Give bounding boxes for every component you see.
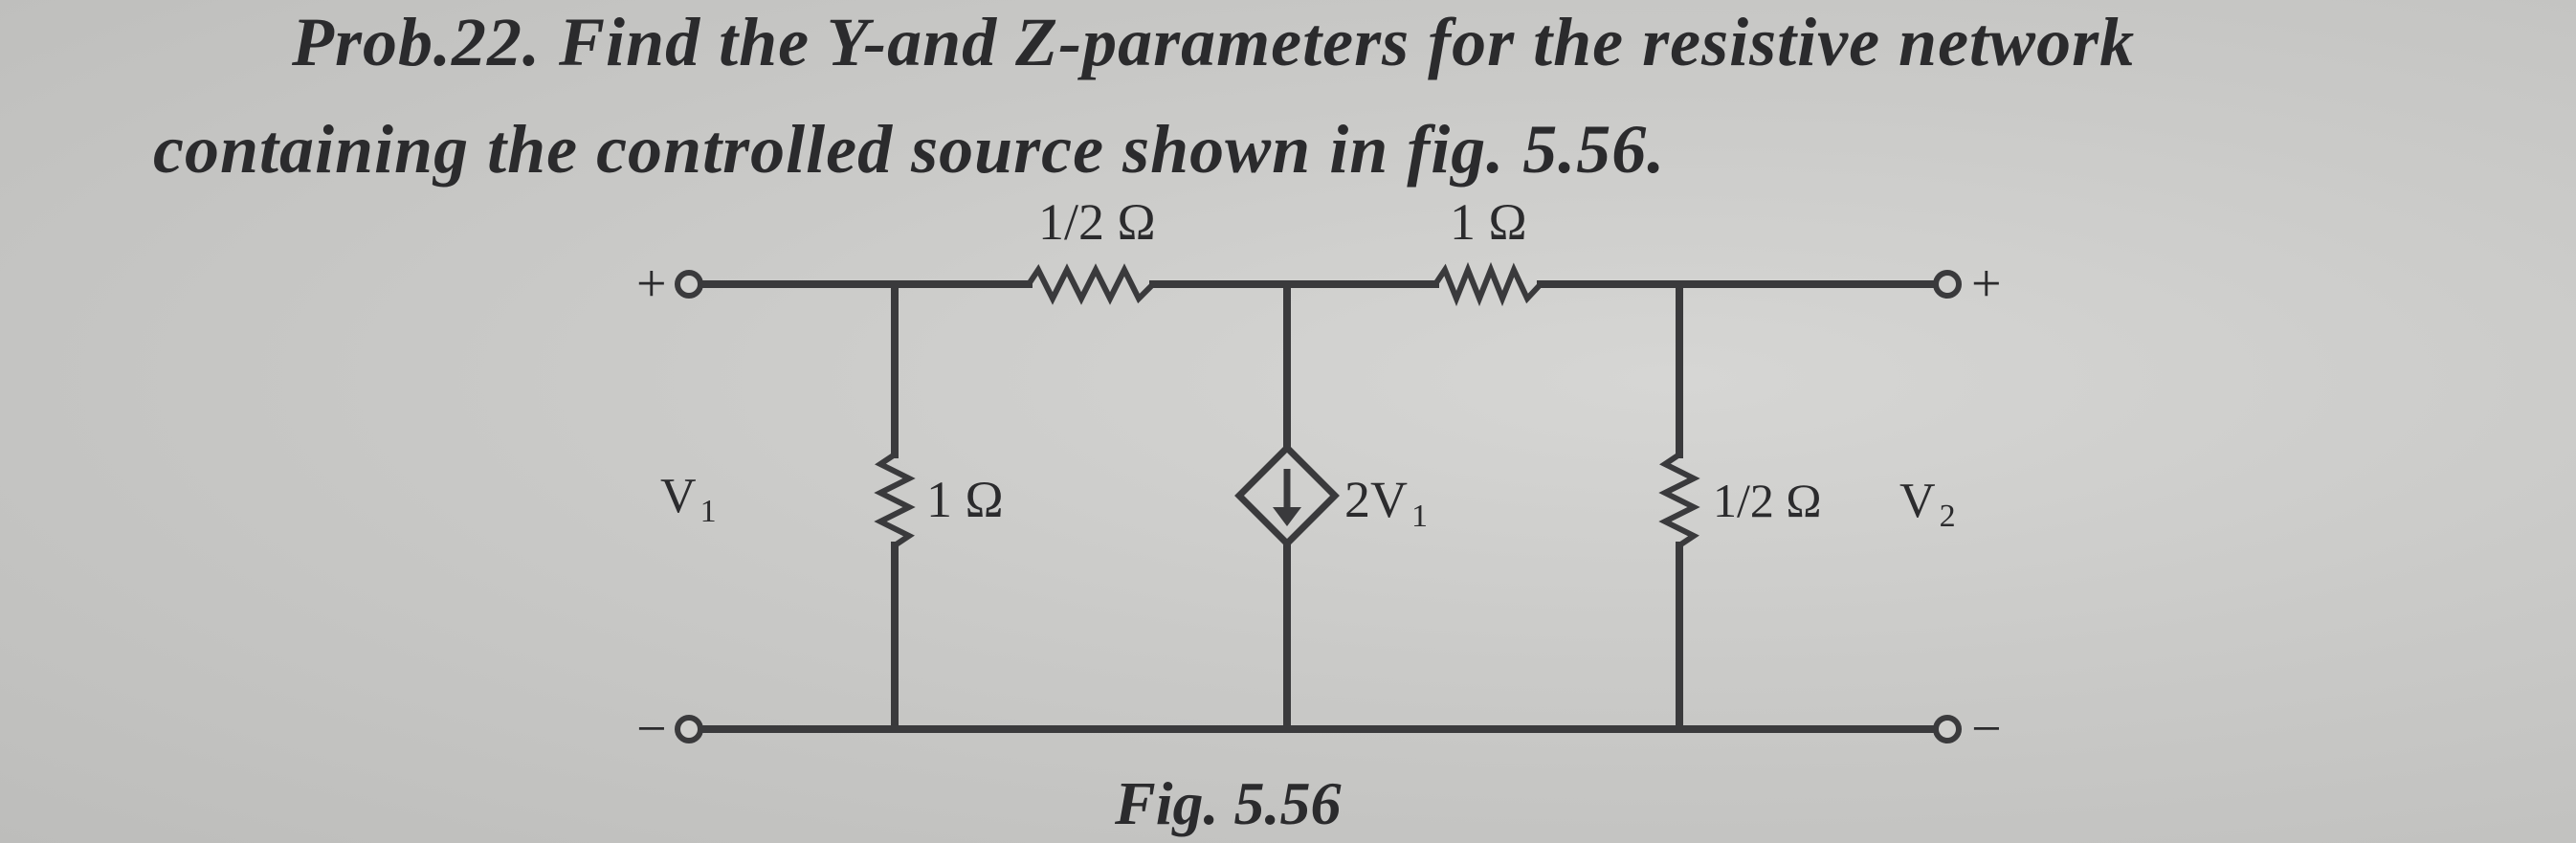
series-resistor-right-label: 1 Ω [1450, 193, 1527, 251]
shunt-resistor-right [1658, 452, 1700, 548]
shunt-resistor-left-label: 1 Ω [926, 471, 1004, 528]
series-resistor-right [1432, 261, 1543, 307]
arrow-head-icon [1273, 507, 1301, 526]
problem-statement-line-1: Prob.22. Find the Y-and Z-parameters for… [292, 4, 2136, 80]
port2-bottom-terminal [1933, 715, 1962, 743]
port1-minus-sign: − [636, 699, 667, 759]
shunt-resistor-right-label: 1/2 Ω [1713, 474, 1822, 527]
port1-top-terminal [675, 270, 703, 299]
series-resistor-left [1026, 263, 1156, 305]
port2-plus-sign: + [1971, 255, 2002, 314]
port1-bottom-terminal [675, 715, 703, 743]
problem-statement-line-2: containing the controlled source shown i… [153, 111, 1666, 188]
figure-caption: Fig. 5.56 [1115, 769, 1342, 837]
port1-plus-sign: + [636, 255, 667, 314]
shunt-resistor-left [874, 452, 916, 548]
port2-top-terminal [1933, 270, 1962, 299]
port2-minus-sign: − [1971, 699, 2002, 759]
series-resistor-left-label: 1/2 Ω [1038, 193, 1156, 251]
